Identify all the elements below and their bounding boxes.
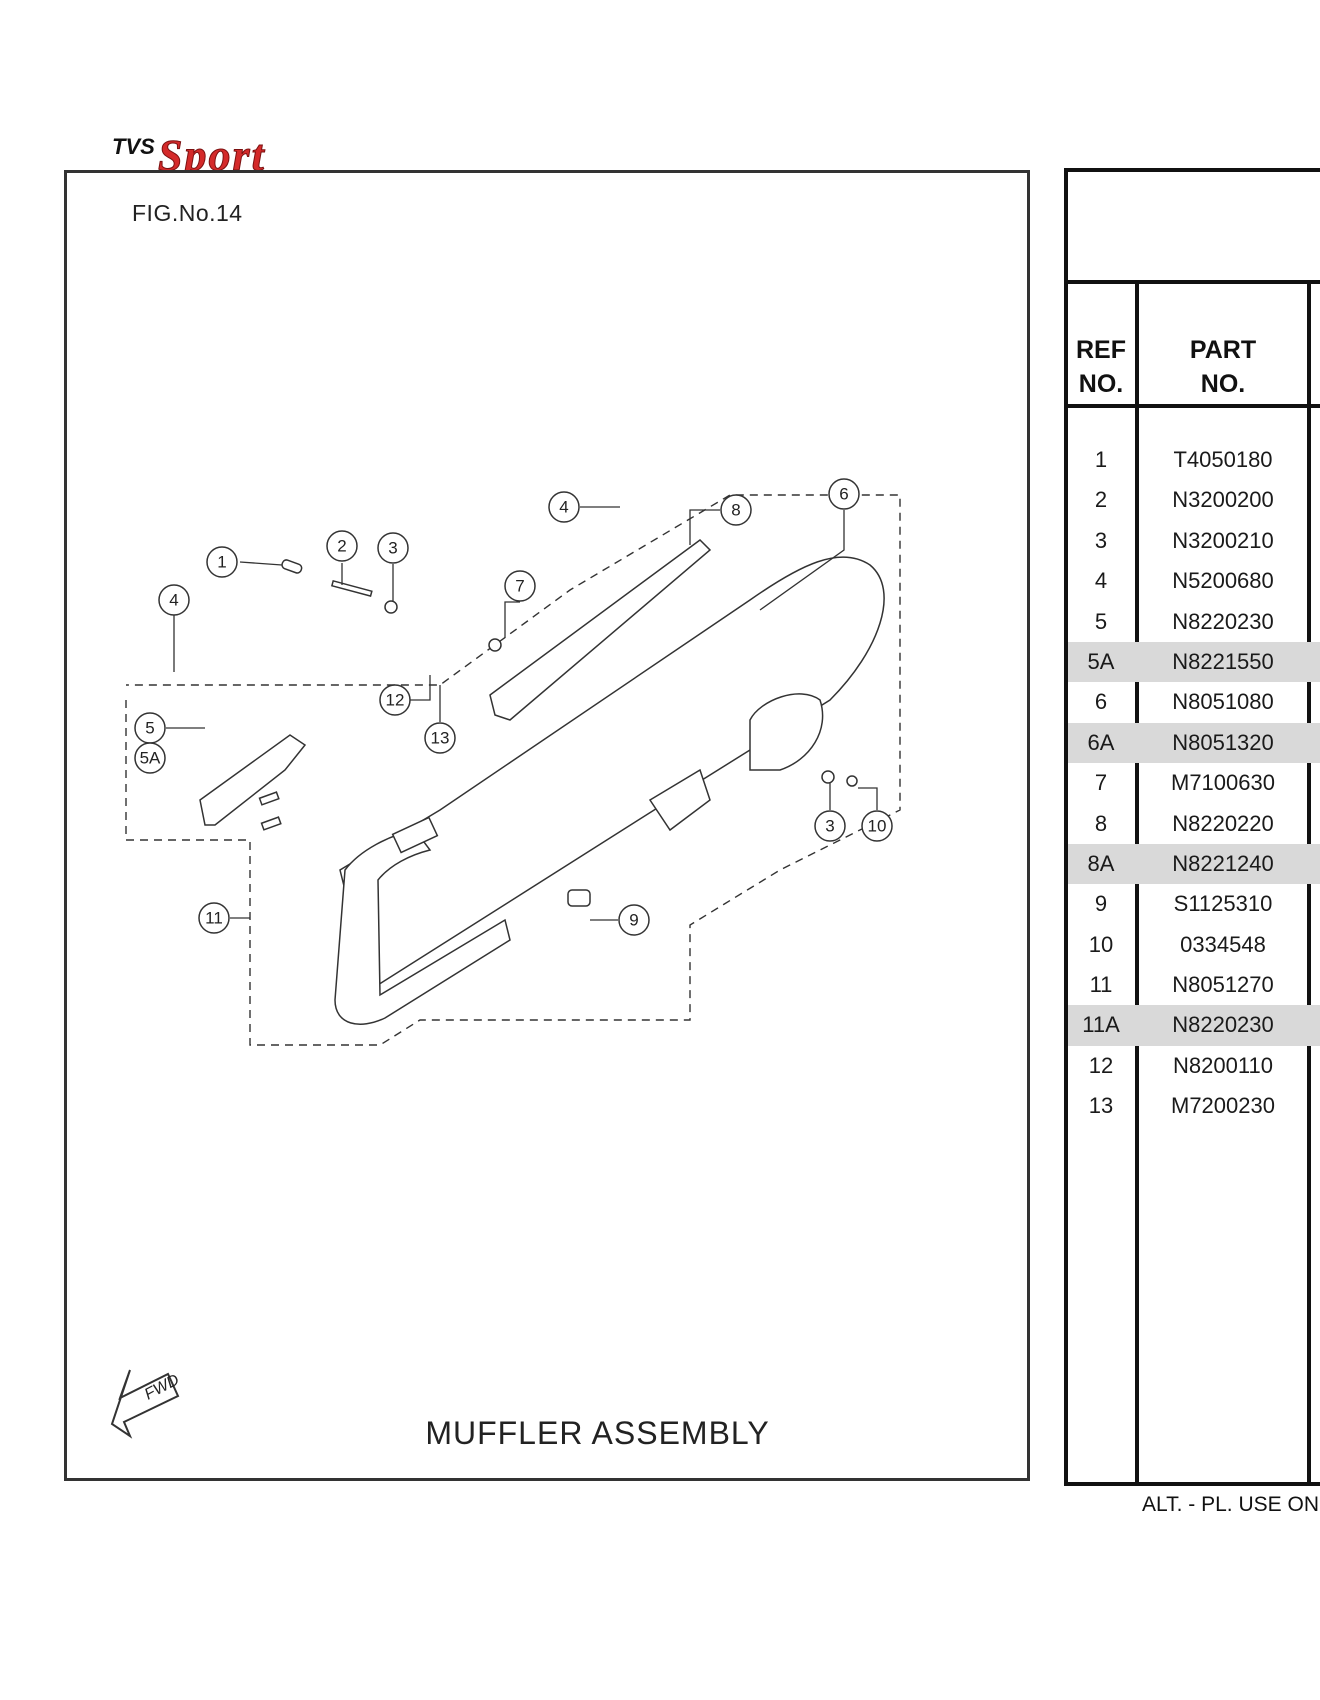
svg-text:2: 2 <box>337 537 346 556</box>
part-no-cell: T4050180 <box>1173 447 1273 472</box>
svg-text:7: 7 <box>515 577 524 596</box>
svg-text:6: 6 <box>839 485 848 504</box>
ref-no-cell: 12 <box>1088 1052 1114 1078</box>
callout-4-left: 4 <box>158 584 190 616</box>
table-row: 8 N8220220 <box>1068 804 1320 844</box>
ref-no-cell: 11 <box>1089 972 1113 998</box>
callout-9: 9 <box>618 904 650 936</box>
callout-12: 12 <box>379 684 411 716</box>
table-row: 5 N8220230 <box>1068 602 1320 642</box>
svg-text:1: 1 <box>217 553 226 572</box>
table-row: 4 N5200680 <box>1068 561 1320 601</box>
table-row: 7 M7100630 <box>1068 763 1320 803</box>
svg-text:11: 11 <box>205 909 223 928</box>
figure-number: FIG.No.14 <box>132 200 243 226</box>
part-no-cell: N8220220 <box>1172 810 1274 836</box>
part-no-cell: N8051320 <box>1172 729 1274 755</box>
table-row: 6A N8051320 <box>1068 722 1320 764</box>
callout-5a: 5A <box>134 742 166 774</box>
callout-10: 10 <box>861 810 893 842</box>
ref-no-cell: 3 <box>1094 527 1108 553</box>
callout-11: 11 <box>198 902 230 934</box>
table-row: 2 N3200200 <box>1068 480 1320 520</box>
parts-table-frame <box>1064 168 1320 1486</box>
callout-1: 1 <box>206 546 238 578</box>
part-no-cell: N8221240 <box>1172 850 1274 876</box>
svg-text:10: 10 <box>868 817 887 836</box>
ref-no-cell: 1 <box>1094 447 1108 472</box>
callout-8: 8 <box>720 494 752 526</box>
ref-no-cell: 11A <box>1082 1012 1120 1038</box>
figure-caption: MUFFLER ASSEMBLY <box>425 1415 770 1451</box>
ref-no-cell: 5A <box>1087 648 1115 674</box>
muffler-exploded-diagram: 1 2 3 4 4 5 5A 6 7 8 9 10 11 12 13 3 <box>125 478 901 1046</box>
table-row: 9 S1125310 <box>1068 884 1320 924</box>
svg-text:13: 13 <box>431 729 450 748</box>
ref-no-cell: 6A <box>1087 729 1115 755</box>
table-header-rule-top <box>1064 280 1320 284</box>
callout-5: 5 <box>134 712 166 744</box>
callout-13: 13 <box>424 722 456 754</box>
part-no-cell: N8051270 <box>1172 972 1274 998</box>
callout-7: 7 <box>504 570 536 602</box>
table-row: 8A N8221240 <box>1068 843 1320 885</box>
ref-no-cell: 8A <box>1087 850 1115 876</box>
forward-arrow-icon: FWD <box>110 1369 182 1439</box>
table-row: 11A N8220230 <box>1068 1005 1320 1046</box>
table-row: 1 T4050180 <box>1068 440 1320 480</box>
part-no-cell: N8220230 <box>1172 1012 1274 1038</box>
svg-text:12: 12 <box>386 691 405 710</box>
header-ref-no: REF NO. <box>1068 333 1134 401</box>
part-no-cell: N8220230 <box>1172 608 1274 634</box>
part-no-cell: M7100630 <box>1171 770 1275 796</box>
footer-note: ALT. - PL. USE ON <box>1142 1493 1319 1516</box>
table-header-rule-bottom <box>1064 404 1320 408</box>
part-no-cell: S1125310 <box>1173 891 1273 917</box>
header-ref-no-text: REF NO. <box>1076 336 1126 398</box>
ref-no-cell: 9 <box>1094 891 1108 917</box>
part-no-cell: N5200680 <box>1172 568 1274 594</box>
callout-6: 6 <box>828 478 860 510</box>
part-no-cell: N8200110 <box>1173 1052 1273 1078</box>
part-no-cell: N3200210 <box>1172 527 1274 553</box>
header-part-no-text: PART NO. <box>1189 336 1257 398</box>
svg-text:3: 3 <box>388 539 397 558</box>
part-no-cell: N8051080 <box>1172 689 1274 715</box>
ref-no-cell: 2 <box>1094 487 1108 513</box>
part-no-cell: 0334548 <box>1180 931 1266 957</box>
ref-no-cell: 13 <box>1088 1093 1114 1119</box>
svg-text:5: 5 <box>145 719 154 738</box>
table-row: 5A N8221550 <box>1068 641 1320 683</box>
table-row: 12 N8200110 <box>1068 1046 1320 1086</box>
table-row: 11 N8051270 <box>1068 965 1320 1005</box>
svg-text:4: 4 <box>169 591 178 610</box>
svg-text:3: 3 <box>825 817 834 836</box>
svg-text:5A: 5A <box>140 749 161 768</box>
part-no-cell: N3200200 <box>1172 487 1274 513</box>
part-no-cell: M7200230 <box>1171 1093 1275 1119</box>
ref-no-cell: 8 <box>1094 810 1108 836</box>
callout-3-top: 3 <box>377 532 409 564</box>
callout-2: 2 <box>326 530 358 562</box>
ref-no-cell: 4 <box>1094 568 1108 594</box>
ref-no-cell: 5 <box>1094 608 1108 634</box>
table-row: 3 N3200210 <box>1068 521 1320 561</box>
table-row: 13 M7200230 <box>1068 1086 1320 1126</box>
ref-no-cell: 7 <box>1094 770 1108 796</box>
ref-no-cell: 6 <box>1094 689 1108 715</box>
svg-text:9: 9 <box>629 911 638 930</box>
ref-no-cell: 10 <box>1088 931 1114 957</box>
table-row: 6 N8051080 <box>1068 682 1320 722</box>
logo-prefix: TVS <box>112 134 155 159</box>
part-no-cell: N8221550 <box>1172 648 1274 674</box>
header-part-no: PART NO. <box>1140 333 1306 401</box>
callout-3-right: 3 <box>814 810 846 842</box>
svg-text:8: 8 <box>731 501 740 520</box>
svg-text:4: 4 <box>559 498 568 517</box>
table-row: 10 0334548 <box>1068 925 1320 965</box>
callout-4-top: 4 <box>548 491 580 523</box>
